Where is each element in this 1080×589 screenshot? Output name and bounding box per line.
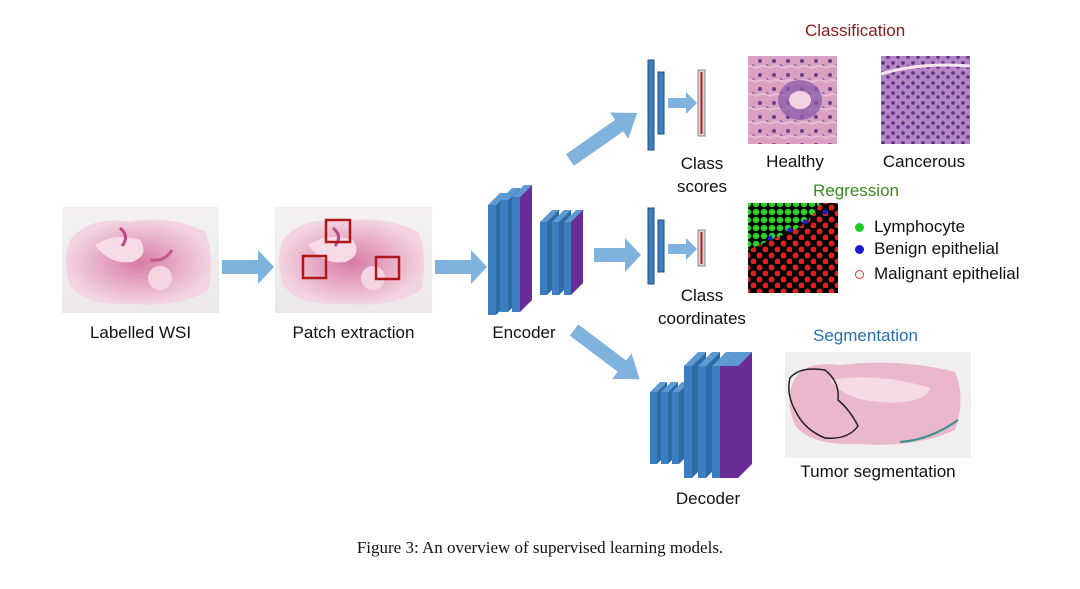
legend-malignant-epithelial: Malignant epithelial <box>855 264 1020 284</box>
legend-label: Malignant epithelial <box>874 264 1020 283</box>
benign-epithelial-dot <box>855 244 864 254</box>
classification-title: Classification <box>805 21 906 40</box>
segmentation-title: Segmentation <box>813 326 918 345</box>
arrow-encoder-to-decoder <box>569 324 640 380</box>
arrow-encoder-to-classification <box>565 112 638 166</box>
legend-label: Lymphocyte <box>874 217 966 236</box>
patch-extraction-label: Patch extraction <box>292 323 415 342</box>
legend-label: Benign epithelial <box>874 239 999 258</box>
cancerous-label: Cancerous <box>882 152 966 171</box>
regression-title: Regression <box>813 181 899 200</box>
classification-head <box>647 59 706 151</box>
cancerous-tissue-image <box>880 56 971 144</box>
encoder-block <box>488 185 584 315</box>
arrow-head-to-coords <box>668 238 697 260</box>
class-scores-label: Class scores <box>676 154 728 196</box>
segmentation-image <box>785 352 971 458</box>
legend-benign-epithelial: Benign epithelial <box>855 239 999 259</box>
tumor-segmentation-label: Tumor segmentation <box>800 462 956 481</box>
lymphocyte-dot <box>855 222 864 232</box>
figure-caption: Figure 3: An overview of supervised lear… <box>356 538 724 557</box>
labelled-wsi-label: Labelled WSI <box>89 323 192 342</box>
patch-extraction-image <box>275 207 432 313</box>
decoder-block <box>650 352 752 478</box>
arrow-patch-to-encoder <box>435 250 487 284</box>
healthy-tissue-image <box>748 56 837 144</box>
regression-head <box>647 207 706 285</box>
labelled-wsi-image <box>62 207 219 313</box>
decoder-label: Decoder <box>675 489 741 508</box>
malignant-epithelial-dot <box>855 269 864 279</box>
patch-box <box>374 255 401 281</box>
legend-lymphocyte: Lymphocyte <box>855 217 965 237</box>
arrow-head-to-scores <box>668 92 697 114</box>
healthy-label: Healthy <box>766 152 824 171</box>
encoder-label: Encoder <box>492 323 556 342</box>
tumor-outline <box>788 368 859 439</box>
class-coordinates-label: Class coordinates <box>658 286 746 328</box>
arrow-wsi-to-patch <box>222 250 274 284</box>
regression-cell-image <box>748 203 838 293</box>
arrow-encoder-to-regression <box>594 238 641 272</box>
patch-box <box>324 218 352 244</box>
patch-box <box>301 254 328 280</box>
flow-arrows <box>222 92 697 380</box>
